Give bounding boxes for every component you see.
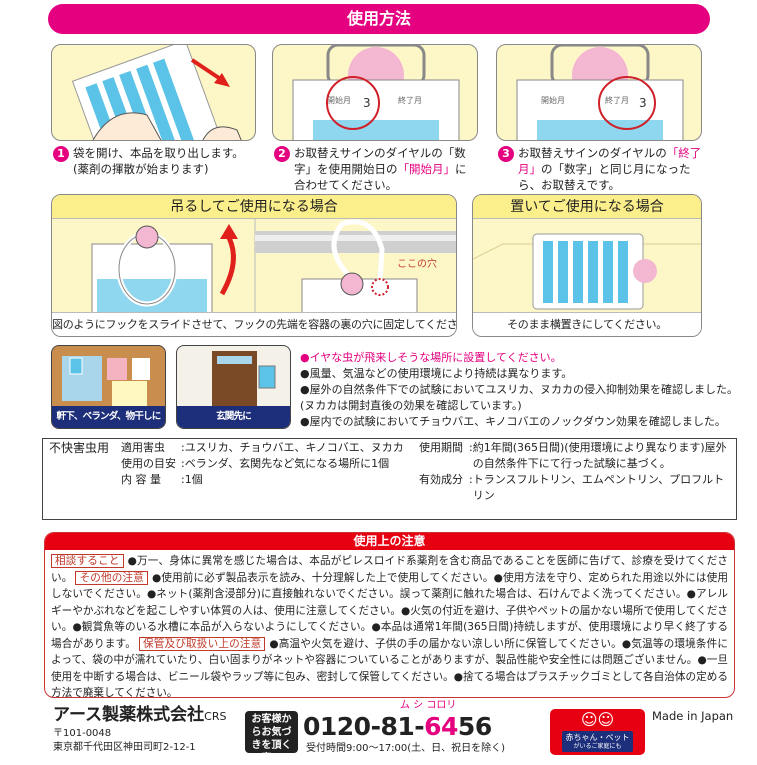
spec-label: 適用害虫 — [121, 441, 165, 454]
safety-badge-sub: がいるご家庭にも — [573, 743, 622, 750]
hole-label: ここの穴 — [397, 257, 437, 270]
note-item: ●風量、気温などの使用環境により持続は異なります。 — [300, 367, 573, 380]
photo-label: 玄関先に — [177, 406, 290, 428]
contact-badge: お客様からお気づきを頂く窓口 — [245, 711, 298, 764]
made-in-label: Made in Japan — [652, 709, 734, 723]
step-text: お取替えサインのダイヤルの「数字」を使用開始日の — [294, 146, 466, 176]
spec-label: 有効成分 — [419, 473, 463, 486]
caution-box: 使用上の注意 相談すること●万一、身体に異常を感じた場合は、本品がピレスロイド系… — [44, 532, 735, 698]
placed-device-illustration — [473, 233, 701, 310]
dial-end-label: 終了月 — [398, 95, 422, 105]
photo-label: 軒下、ベランダ、物干しに — [52, 406, 165, 428]
dial-start-label: 開始月 — [327, 95, 351, 105]
business-hours: 受付時間9:00～17:00(土、日、祝日を除く) — [306, 743, 506, 754]
caution-tag: 相談すること — [51, 554, 124, 568]
caution-title: 使用上の注意 — [45, 533, 734, 550]
step-2: 2 お取替えサインのダイヤルの「数字」を使用開始日の「開始月」に合わせてください… — [274, 145, 474, 193]
dial-start-label: 開始月 — [541, 95, 565, 105]
spec-value: ユスリカ、チョウバエ、キノコバエ、ヌカカ — [184, 441, 404, 454]
caution-text: ●高温や火気を避け、子供の手の届かない涼しい所に保管してください。●気温等の環境… — [51, 637, 728, 698]
address: 東京都千代田区神田司町2-12-1 — [53, 742, 196, 753]
postal-code: 〒101-0048 — [53, 728, 112, 739]
step-3: 3 お取替えサインのダイヤルの「終了月」の「数字」と同じ月になったら、お取替えで… — [498, 145, 708, 193]
dial-end-label: 終了月 — [605, 95, 629, 105]
placing-title: 置いてご使用になる場合 — [473, 195, 701, 219]
placing-section: 置いてご使用になる場合 そのまま横置きにしてください。 — [472, 194, 702, 337]
step-number: 2 — [274, 146, 290, 162]
step-number: 3 — [498, 146, 514, 162]
caution-text: ●使用前に必ず製品表示を読み、十分理解した上で使用してください。●使用方法を守り… — [51, 571, 729, 650]
dial-number: 3 — [639, 96, 647, 110]
step2-illustration: 開始月 終了月 3 — [272, 44, 478, 141]
spec-label: 使用期間 — [419, 441, 463, 454]
phone-part: 56 — [457, 712, 492, 741]
step-text: に合わせてください。 — [294, 162, 467, 192]
open-bag-illustration — [71, 45, 242, 140]
company-suffix: CRS — [204, 710, 227, 723]
hanging-title: 吊るしてご使用になる場合 — [52, 195, 456, 219]
caution-tag: 保管及び取扱い上の注意 — [139, 636, 266, 651]
phone-ruby: ム シ コロリ — [400, 700, 457, 711]
note-item: ●屋外の自然条件下での試験においてユスリカ、ヌカカの侵入抑制効果を確認しました。… — [300, 383, 739, 412]
dial-number: 3 — [363, 96, 371, 110]
step1-illustration — [51, 44, 256, 141]
step-number: 1 — [53, 146, 69, 162]
placing-caption: そのまま横置きにしてください。 — [473, 312, 701, 336]
photo-entrance: 玄関先に — [176, 345, 291, 429]
step-highlight: 「開始月」 — [397, 162, 456, 176]
safety-badge-text: 赤ちゃん・ペット — [565, 733, 630, 742]
caution-tag: その他の注意 — [75, 570, 148, 585]
spec-label: 使用の目安 — [121, 457, 176, 470]
company-name: アース製薬株式会社 — [53, 705, 205, 725]
step-highlight: 「終了月」 — [518, 146, 702, 176]
note-item: ●屋内での試験においてチョウバエ、キノコバエのノックダウン効果を確認しました。 — [300, 415, 726, 428]
spec-label: 内 容 量 — [121, 473, 161, 486]
spec-value: ベランダ、玄関先など気になる場所に1個 — [184, 457, 390, 470]
step-text: お取替えサインのダイヤルの — [518, 146, 667, 160]
phone-part: 0120-81- — [303, 712, 425, 741]
company-block: アース製薬株式会社CRS 〒101-0048 東京都千代田区神田司町2-12-1 — [53, 705, 226, 755]
caution-text: ●万一、身体に異常を感じた場合は、本品がピレスロイド系薬剤を含む商品であることを… — [51, 555, 728, 584]
spec-value: 約1年間(365日間)(使用環境により異なります)屋外の自然条件下にて行った試験… — [472, 441, 727, 470]
baby-pet-icon: ☺☺ — [580, 710, 615, 729]
step-text: 袋を開け、本品を取り出します。 — [73, 146, 244, 160]
step-text: (薬剤の揮散が始まります) — [73, 162, 209, 176]
note-highlight: ●イヤな虫が飛来しそうな場所に設置してください。 — [300, 351, 562, 364]
safety-badge: ☺☺ 赤ちゃん・ペット がいるご家庭にも — [550, 709, 645, 755]
photo-balcony: 軒下、ベランダ、物干しに — [51, 345, 166, 429]
spec-value: トランスフルトリン、エムペントリン、プロフルトリン — [472, 473, 725, 502]
spec-value: 1個 — [184, 473, 203, 486]
hanging-caption: 図のようにフックをスライドさせて、フックの先端を容器の裏の穴に固定してください。 — [52, 312, 456, 336]
phone-number[interactable]: 0120-81-6456 — [303, 713, 492, 740]
step-text: の「数字」と同じ月になったら、お取替えです。 — [518, 162, 691, 192]
usage-notes: ●イヤな虫が飛来しそうな場所に設置してください。 ●風量、気温などの使用環境によ… — [300, 350, 740, 430]
step-1: 1 袋を開け、本品を取り出します。 (薬剤の揮散が始まります) — [53, 145, 263, 177]
spec-box: 不快害虫用 適用害虫:ユスリカ、チョウバエ、キノコバエ、ヌカカ 使用の目安:ベラ… — [42, 438, 737, 520]
usage-title-bar: 使用方法 — [48, 4, 710, 34]
hook-illustration: ここの穴 — [91, 219, 456, 314]
hanging-section: 吊るしてご使用になる場合 ここの穴 図のようにフックをスライドさせて、フックの先… — [51, 194, 457, 337]
phone-part: 64 — [424, 712, 458, 741]
step3-illustration: 開始月 終了月 3 — [496, 44, 702, 141]
spec-category: 不快害虫用 — [49, 441, 110, 455]
